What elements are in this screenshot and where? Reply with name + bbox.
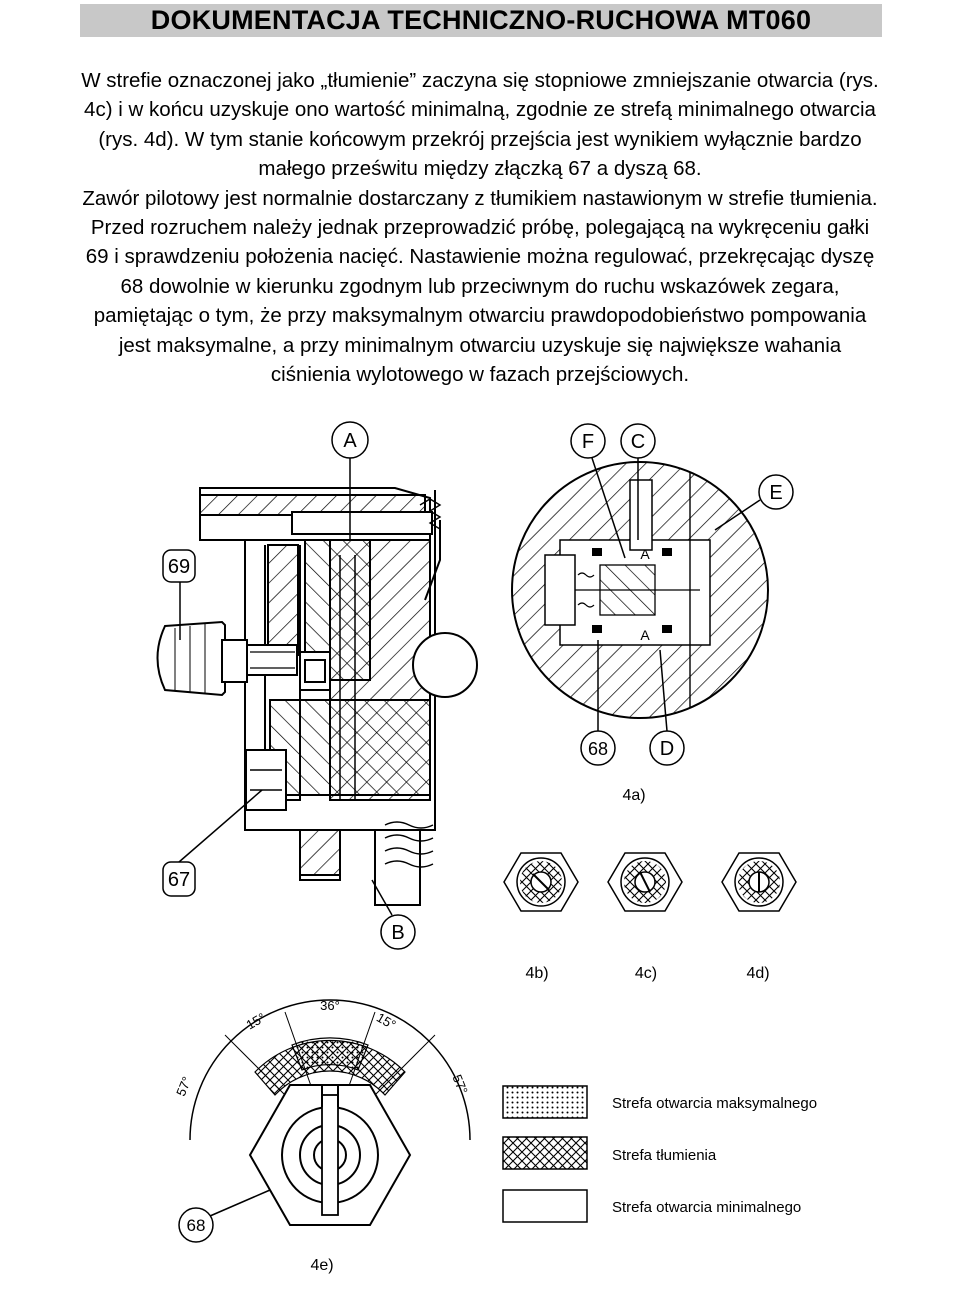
- paragraph-line: 4c) i w końcu uzyskuje ono wartość minim…: [84, 98, 876, 122]
- body-paragraph: W strefie oznaczonej jako „tłumienie” za…: [0, 66, 960, 389]
- callout-b: B: [391, 922, 404, 944]
- callout-d: D: [660, 738, 674, 760]
- figure-4a-callouts: [570, 423, 794, 766]
- paragraph-line: Zawór pilotowy jest normalnie dostarczan…: [82, 186, 878, 210]
- main-callouts: [162, 421, 416, 950]
- paragraph-line: (rys. 4d). W tym stanie końcowym przekró…: [98, 127, 862, 151]
- paragraph-line: 69 i sprawdzeniu położenia nacięć. Nasta…: [85, 245, 875, 269]
- legend-label-max: Strefa otwarcia maksymalnego: [612, 1095, 817, 1112]
- main-section-drawing: [156, 487, 478, 906]
- paragraph-line: jest maksymalne, a przy minimalnym otwar…: [118, 333, 842, 357]
- callout-a: A: [343, 430, 357, 452]
- paragraph-line: W strefie oznaczonej jako „tłumienie” za…: [81, 69, 879, 92]
- caption-4d: 4d): [746, 965, 769, 982]
- legend-label-damping: Strefa tłumienia: [612, 1147, 717, 1164]
- angle-right-inner: 15°: [374, 1010, 399, 1033]
- angle-right-outer: 57°: [450, 1072, 471, 1096]
- figure-4a-labels: F C E 68 D A A 4a): [582, 431, 783, 804]
- figure-4c: [607, 852, 683, 912]
- figure-4e-labels: 57° 15° 36° 15° 57° 68 4e): [173, 998, 471, 1274]
- page-title: DOKUMENTACJA TECHNICZNO-RUCHOWA MT060: [150, 5, 812, 35]
- figure-4b: [503, 852, 579, 912]
- section-mark-bottom: A: [640, 627, 650, 643]
- angle-left-inner: 15°: [243, 1010, 268, 1033]
- section-mark-top: A: [640, 546, 650, 562]
- caption-4a: 4a): [622, 787, 645, 804]
- legend-swatch-blank: [502, 1189, 588, 1223]
- figure-4d: [721, 852, 797, 912]
- paragraph-line: małego prześwitu między złączką 67 a dys…: [258, 157, 702, 181]
- legend: Strefa otwarcia maksymalnego Strefa tłum…: [502, 1085, 817, 1223]
- angle-left-outer: 57°: [173, 1074, 194, 1098]
- figure-4a: [511, 461, 769, 719]
- paragraph-line: Przed rozruchem należy jednak przeprowad…: [90, 216, 870, 240]
- figure-4bcd-captions: 4b) 4c) 4d): [525, 965, 769, 982]
- caption-4c: 4c): [635, 965, 657, 982]
- callout-68-4e: 68: [187, 1216, 206, 1235]
- legend-swatch-dots: [502, 1085, 588, 1119]
- callout-67: 67: [168, 869, 190, 891]
- paragraph-line: 68 dowolnie w kierunku zgodnym lub przec…: [120, 274, 840, 298]
- callout-68-4a: 68: [588, 739, 608, 759]
- main-callout-labels: A 69 67 B: [168, 430, 405, 944]
- caption-4b: 4b): [525, 965, 548, 982]
- legend-label-min: Strefa otwarcia minimalnego: [612, 1199, 801, 1216]
- paragraph-line: ciśnienia wylotowego w fazach przejściow…: [270, 363, 690, 387]
- callout-69: 69: [168, 556, 190, 578]
- angle-center: 36°: [320, 998, 340, 1013]
- paragraph-line: pamiętając o tym, że przy maksymalnym ot…: [93, 304, 867, 328]
- title-highlight: [80, 4, 882, 37]
- figure-4e: [178, 999, 471, 1243]
- legend-swatch-crosshatch: [502, 1136, 588, 1170]
- callout-c: C: [631, 431, 645, 453]
- caption-4e: 4e): [310, 1257, 333, 1274]
- callout-f: F: [582, 431, 594, 453]
- callout-e: E: [769, 482, 782, 504]
